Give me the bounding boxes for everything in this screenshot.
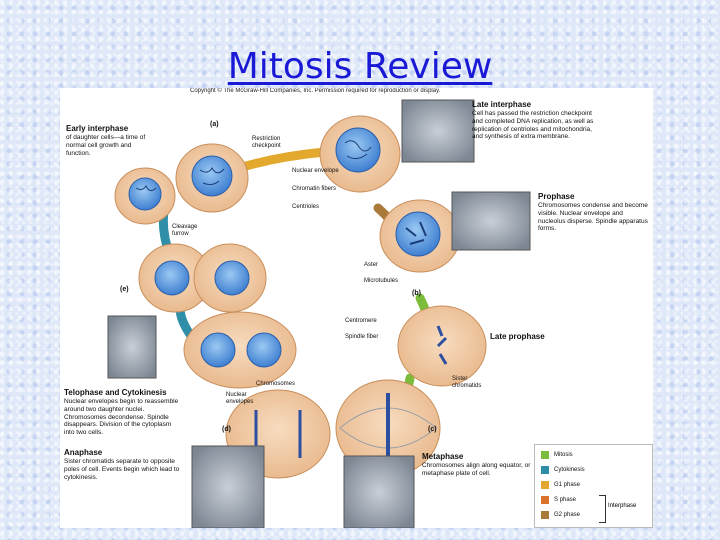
stage-tag-c: (c) bbox=[428, 426, 437, 433]
cell-cleavage bbox=[138, 243, 267, 313]
interphase-label: Interphase bbox=[608, 503, 637, 509]
legend-item-s: S phase bbox=[541, 496, 576, 504]
stage-tag-b: (b) bbox=[412, 290, 421, 297]
nuclear-envelopes-label: Nuclear envelopes bbox=[226, 392, 254, 406]
early-interphase-text: of daughter cells—a time of normal cell … bbox=[66, 134, 146, 157]
prophase-text: Chromosomes condense and become visible.… bbox=[538, 202, 648, 233]
mitosis-figure: Copyright © The McGraw-Hill Companies, I… bbox=[60, 88, 653, 528]
cleavage-label: Cleavage furrow bbox=[172, 224, 198, 238]
telophase-heading: Telophase and Cytokinesis bbox=[64, 388, 167, 397]
centromere-label: Centromere bbox=[345, 318, 377, 324]
legend-item-mitosis: Mitosis bbox=[541, 451, 573, 459]
sister-chromatids-label: Sister chromatids bbox=[452, 376, 482, 390]
cell-late-prophase bbox=[397, 305, 487, 387]
micrograph-metaphase bbox=[343, 455, 415, 528]
aster-label: Aster bbox=[364, 262, 379, 268]
micrograph-anaphase bbox=[191, 445, 265, 528]
telophase-text: Nuclear envelopes begin to reassemble ar… bbox=[64, 398, 179, 437]
legend-swatch bbox=[541, 451, 549, 459]
metaphase-text: Chromosomes align along equator, or meta… bbox=[422, 462, 531, 477]
spindle-fiber-label: Spindle fiber bbox=[345, 334, 379, 340]
stage-tag-e: (e) bbox=[120, 286, 129, 293]
late-interphase-heading: Late interphase bbox=[472, 100, 532, 109]
slide-title[interactable]: Mitosis Review bbox=[227, 46, 493, 87]
stage-tag-d: (d) bbox=[222, 426, 231, 433]
cell-telophase bbox=[183, 311, 297, 389]
legend-item-g1: G1 phase bbox=[541, 481, 580, 489]
micrograph-prophase bbox=[451, 191, 531, 251]
interphase-brace bbox=[599, 495, 606, 523]
restriction-label: Restriction checkpoint bbox=[252, 136, 281, 150]
prophase-heading: Prophase bbox=[538, 192, 575, 201]
legend-swatch bbox=[541, 466, 549, 474]
stage-tag-a: (a) bbox=[210, 121, 219, 128]
cell-early-interphase bbox=[114, 167, 176, 225]
chromatin-label: Chromatin fibers bbox=[292, 186, 337, 192]
cell-early-interphase-2 bbox=[175, 143, 249, 213]
anaphase-text: Sister chromatids separate to opposite p… bbox=[64, 458, 180, 481]
nuclear-envelope-label: Nuclear envelope bbox=[292, 168, 339, 174]
legend-item-g2: G2 phase bbox=[541, 511, 580, 519]
phase-legend: Mitosis Cytokinesis G1 phase S phase G2 … bbox=[534, 444, 653, 528]
late-prophase-heading: Late prophase bbox=[490, 332, 545, 341]
micrograph-telophase bbox=[107, 315, 157, 379]
legend-swatch bbox=[541, 496, 549, 504]
legend-item-cytokinesis: Cytokinesis bbox=[541, 466, 585, 474]
cell-late-interphase bbox=[319, 115, 401, 193]
cell-cycle-diagram bbox=[107, 99, 531, 528]
microtubules-label: Microtubules bbox=[364, 278, 399, 284]
chromosomes-label: Chromosomes bbox=[256, 381, 296, 387]
cell-prophase bbox=[379, 199, 461, 273]
micrograph-late-interphase bbox=[401, 99, 475, 163]
metaphase-heading: Metaphase bbox=[422, 452, 464, 461]
legend-swatch bbox=[541, 511, 549, 519]
centrioles-label: Centrioles bbox=[292, 204, 320, 210]
early-interphase-heading: Early interphase bbox=[66, 124, 129, 133]
late-interphase-text: Cell has passed the restriction checkpoi… bbox=[472, 110, 594, 141]
anaphase-heading: Anaphase bbox=[64, 448, 103, 457]
legend-swatch bbox=[541, 481, 549, 489]
copyright-notice: Copyright © The McGraw-Hill Companies, I… bbox=[190, 88, 441, 94]
